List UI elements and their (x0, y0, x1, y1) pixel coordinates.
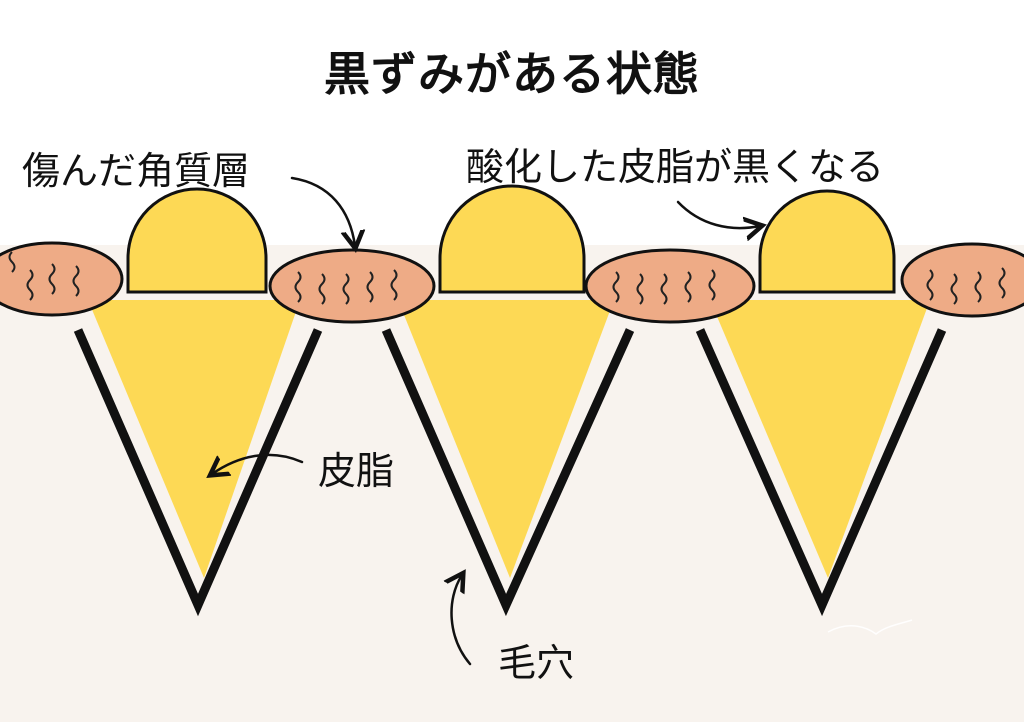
keratin-flake-1 (0, 241, 124, 317)
pore-3 (695, 189, 947, 617)
keratin-flake-2 (268, 248, 436, 324)
sebum-fill (398, 300, 614, 578)
arrow-oxidized (676, 200, 760, 228)
pore-wall (695, 328, 947, 617)
pore-1 (73, 187, 323, 617)
pore-2 (381, 184, 635, 617)
arrow-keratin (290, 176, 355, 246)
label-sebum: 皮脂 (318, 449, 395, 493)
page-title: 黒ずみがある状態 (324, 47, 700, 101)
decorative-squiggle (827, 619, 913, 635)
sebum-plug-dome (126, 187, 268, 294)
sebum-plug-dome (438, 184, 586, 294)
label-pore: 毛穴 (498, 641, 575, 685)
pore-wall (73, 328, 323, 617)
keratin-flake-3 (584, 248, 756, 324)
label-oxidized-sebum: 酸化した皮脂が黒くなる (466, 145, 885, 189)
arrow-sebum (212, 453, 304, 474)
keratin-flake-4 (900, 242, 1024, 318)
sebum-fill (88, 300, 300, 578)
arrow-pore (452, 575, 472, 666)
sebum-plug-dome (758, 189, 896, 294)
label-damaged-keratin: 傷んだ角質層 (22, 149, 251, 193)
sebum-fill (710, 300, 930, 578)
pore-wall (381, 328, 635, 617)
